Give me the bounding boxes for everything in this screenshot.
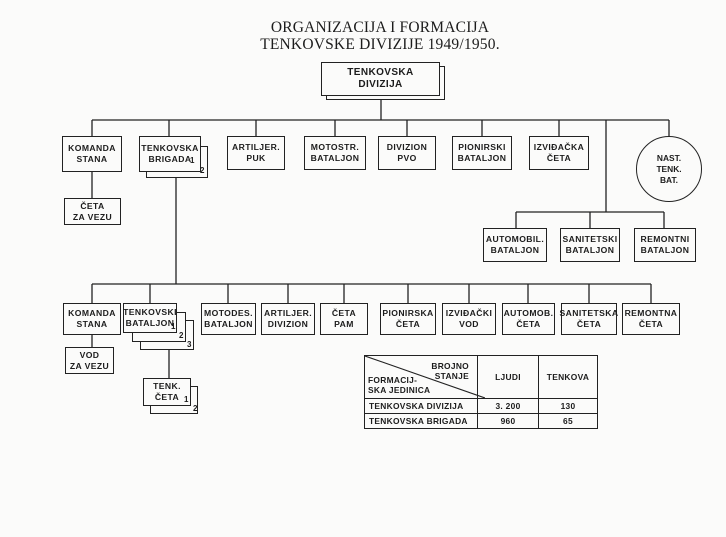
tank-company-index-1: 1 [184, 395, 189, 404]
table-cell-tanks: 65 [538, 413, 598, 429]
unit-tank-battalion: TENKOVSKI BATALJON [123, 303, 177, 333]
battalion-index-2: 2 [179, 331, 184, 340]
unit-air-defense-division: DIVIZION PVO [378, 136, 436, 170]
unit-training-tank-battalion: NAST. TENK. BAT. [636, 136, 702, 202]
table-cell-people: 3. 200 [477, 398, 539, 414]
table-cell-unit: TENKOVSKA DIVIZIJA [364, 398, 478, 414]
battalion-index-3: 3 [187, 340, 192, 349]
unit-signal-platoon: VOD ZA VEZU [65, 347, 114, 374]
unit-signal-company: ČETA ZA VEZU [64, 198, 121, 225]
battalion-index-1: 1 [171, 322, 176, 331]
unit-repair-battalion: REMONTNI BATALJON [634, 228, 696, 262]
title-line-1: ORGANIZACIJA I FORMACIJA [270, 19, 490, 36]
strength-table: BROJNO STANJE FORMACIJ- SKA JEDINICA LJU… [364, 355, 598, 429]
brigade-index-2: 2 [200, 166, 205, 175]
unit-recon-company: IZVIĐAČKA ČETA [529, 136, 589, 170]
unit-engineer-battalion: PIONIRSKI BATALJON [452, 136, 512, 170]
table-cell-tanks: 130 [538, 398, 598, 414]
header-strength-label: BROJNO STANJE [431, 361, 469, 381]
unit-recon-platoon: IZVIĐAČKI VOD [442, 303, 496, 335]
unit-repair-company: REMONTNA ČETA [622, 303, 680, 335]
header-tanks: TENKOVA [538, 355, 598, 399]
unit-medical-company: SANITETSKA ČETA [560, 303, 618, 335]
unit-medical-battalion: SANITETSKI BATALJON [560, 228, 620, 262]
unit-artillery-division: ARTILJER. DIVIZION [261, 303, 315, 335]
title-line-2: TENKOVSKE DIVIZIJE 1949/1950. [260, 36, 500, 53]
header-people: LJUDI [477, 355, 539, 399]
header-unit-label: FORMACIJ- SKA JEDINICA [368, 375, 431, 395]
diagonal-divider [365, 356, 485, 398]
unit-motor-battalion: AUTOMOBIL. BATALJON [483, 228, 547, 262]
unit-motor-company: AUTOMOB. ČETA [502, 303, 555, 335]
unit-brigade-command-staff: KOMANDA STANA [63, 303, 121, 335]
table-header-row: BROJNO STANJE FORMACIJ- SKA JEDINICA LJU… [364, 355, 598, 399]
chart-title: ORGANIZACIJA I FORMACIJA TENKOVSKE DIVIZ… [230, 19, 530, 53]
unit-motorized-battalion: MOTOSTR. BATALJON [304, 136, 366, 170]
brigade-index-1: 1 [190, 156, 195, 165]
root-unit-tank-division: TENKOVSKA DIVIZIJA [321, 62, 440, 96]
unit-artillery-regiment: ARTILJER. PUK [227, 136, 285, 170]
unit-anti-air-company: ČETA PAM [320, 303, 368, 335]
tank-company-index-2: 2 [193, 404, 198, 413]
unit-tank-brigade: TENKOVSKA BRIGADA [139, 136, 201, 172]
unit-motorized-infantry-battalion: MOTODES. BATALJON [201, 303, 256, 335]
unit-command-staff: KOMANDA STANA [62, 136, 122, 172]
table-row: TENKOVSKA DIVIZIJA 3. 200 130 [364, 398, 598, 414]
table-diagonal-header: BROJNO STANJE FORMACIJ- SKA JEDINICA [364, 355, 485, 399]
unit-engineer-company: PIONIRSKA ČETA [380, 303, 436, 335]
table-cell-people: 960 [477, 413, 539, 429]
table-cell-unit: TENKOVSKA BRIGADA [364, 413, 478, 429]
table-row: TENKOVSKA BRIGADA 960 65 [364, 413, 598, 429]
unit-tank-company: TENK. ČETA [143, 378, 191, 406]
